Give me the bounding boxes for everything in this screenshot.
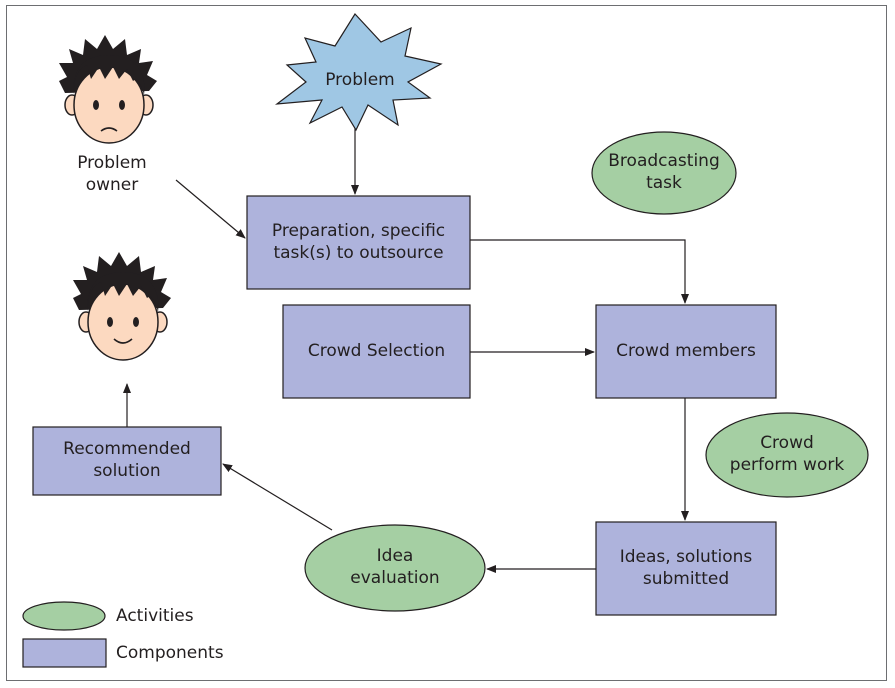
preparation-box [246, 195, 471, 290]
legend-components-label: Components [116, 643, 224, 663]
crowd-selection-label: Crowd Selection [307, 340, 446, 361]
ideas-submitted-box [595, 521, 777, 616]
broadcasting-task-ellipse [591, 131, 737, 215]
legend-component-swatch [22, 638, 107, 668]
arrow-preparation-to-crowd-members [470, 239, 689, 304]
sad-face-icon [58, 34, 158, 144]
crowd-members-box [595, 304, 777, 399]
crowd-perform-work-label: Crowd perform work [729, 433, 845, 475]
legend-activity-swatch [22, 601, 106, 631]
problem-owner-label: Problem owner [77, 153, 147, 195]
crowd-selection-box [282, 304, 471, 399]
happy-face-icon [72, 251, 172, 361]
recommended-solution-box [32, 426, 222, 496]
ideas-submitted-label: Ideas, solutions submitted [619, 546, 753, 589]
preparation-label: Preparation, specific task(s) to outsour… [271, 220, 446, 263]
crowd-perform-work-ellipse [705, 412, 869, 498]
problem-label: Problem [325, 70, 395, 91]
broadcasting-task-label: Broadcasting task [608, 151, 720, 193]
recommended-solution-label: Recommended solution [63, 439, 191, 481]
arrow-evaluation-to-solution [222, 463, 333, 531]
idea-evaluation-label: Idea evaluation [350, 546, 440, 588]
idea-evaluation-ellipse [304, 524, 486, 612]
legend-activities-label: Activities [116, 606, 194, 626]
problem-starburst [274, 13, 443, 132]
crowd-members-label: Crowd members [616, 340, 756, 361]
arrow-owner-to-preparation [175, 179, 246, 239]
diagram-frame [6, 5, 887, 681]
